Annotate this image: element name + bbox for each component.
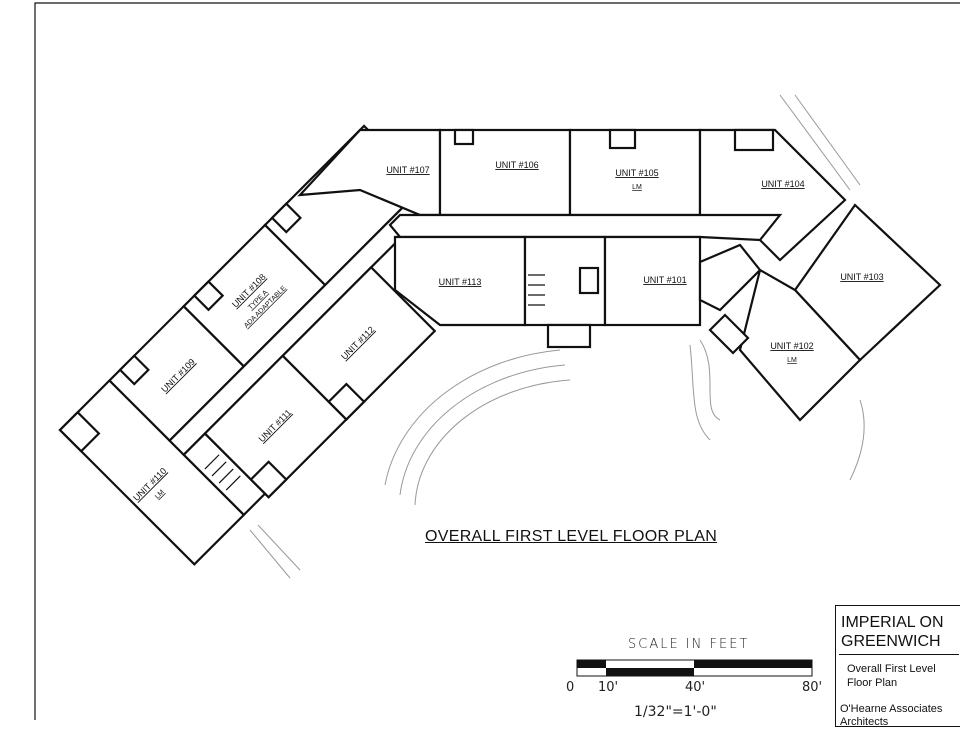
scale-tick-40: 40' — [685, 680, 706, 695]
unit-112-outline — [281, 265, 437, 421]
stair-right — [698, 243, 762, 312]
unit-105-sub: LM — [632, 184, 642, 191]
project-name: IMPERIAL ON GREENWICH — [841, 614, 944, 650]
unit-105-label: UNIT #105 — [615, 168, 658, 178]
scale-tick-0: 0 — [566, 680, 575, 695]
unit-106-label: UNIT #106 — [495, 160, 538, 170]
unit-107-label: UNIT #107 — [386, 165, 429, 175]
left-wing: UNIT #110 LM UNIT #109 UNIT #108 TYPE A … — [58, 124, 440, 566]
unit-110-sub: LM — [154, 489, 166, 501]
title-block: IMPERIAL ON GREENWICH Overall First Leve… — [835, 605, 960, 729]
sheet-title: Overall First Level Floor Plan — [847, 663, 936, 689]
center-section: UNIT #107 UNIT #106 UNIT #105 LM UNIT #1… — [297, 128, 847, 349]
firm-name-line1: O'Hearne Associates — [840, 703, 943, 715]
scale-tick-80: 80' — [802, 680, 823, 695]
unit-113-outline — [393, 235, 527, 327]
unit-102-sub: LM — [787, 357, 797, 364]
sheet-border — [34, 2, 960, 720]
plan-title: OVERALL FIRST LEVEL FLOOR PLAN — [425, 528, 718, 545]
firm-name-line2: Architects — [840, 716, 889, 728]
unit-113-label: UNIT #113 — [439, 277, 482, 287]
scale-tick-10: 10' — [598, 680, 619, 695]
unit-101-outline — [603, 235, 702, 327]
site-curves — [249, 94, 865, 579]
unit-104-label: UNIT #104 — [761, 179, 804, 189]
scale-ratio: 1/32"=1'-0" — [634, 704, 717, 720]
firm-name: O'Hearne Associates Architects — [840, 703, 942, 729]
scale-title: SCALE IN FEET — [628, 637, 750, 652]
unit-102-outline — [738, 268, 862, 422]
title-block-divider — [839, 654, 959, 655]
unit-103-label: UNIT #103 — [840, 272, 883, 282]
elevator — [578, 266, 600, 295]
right-wing: UNIT #103 UNIT #102 LM — [698, 203, 942, 422]
unit-102-label: UNIT #102 — [770, 341, 813, 351]
unit-101-label: UNIT #101 — [643, 275, 686, 285]
scale-bar — [576, 659, 813, 677]
entry-stoop — [546, 323, 592, 349]
